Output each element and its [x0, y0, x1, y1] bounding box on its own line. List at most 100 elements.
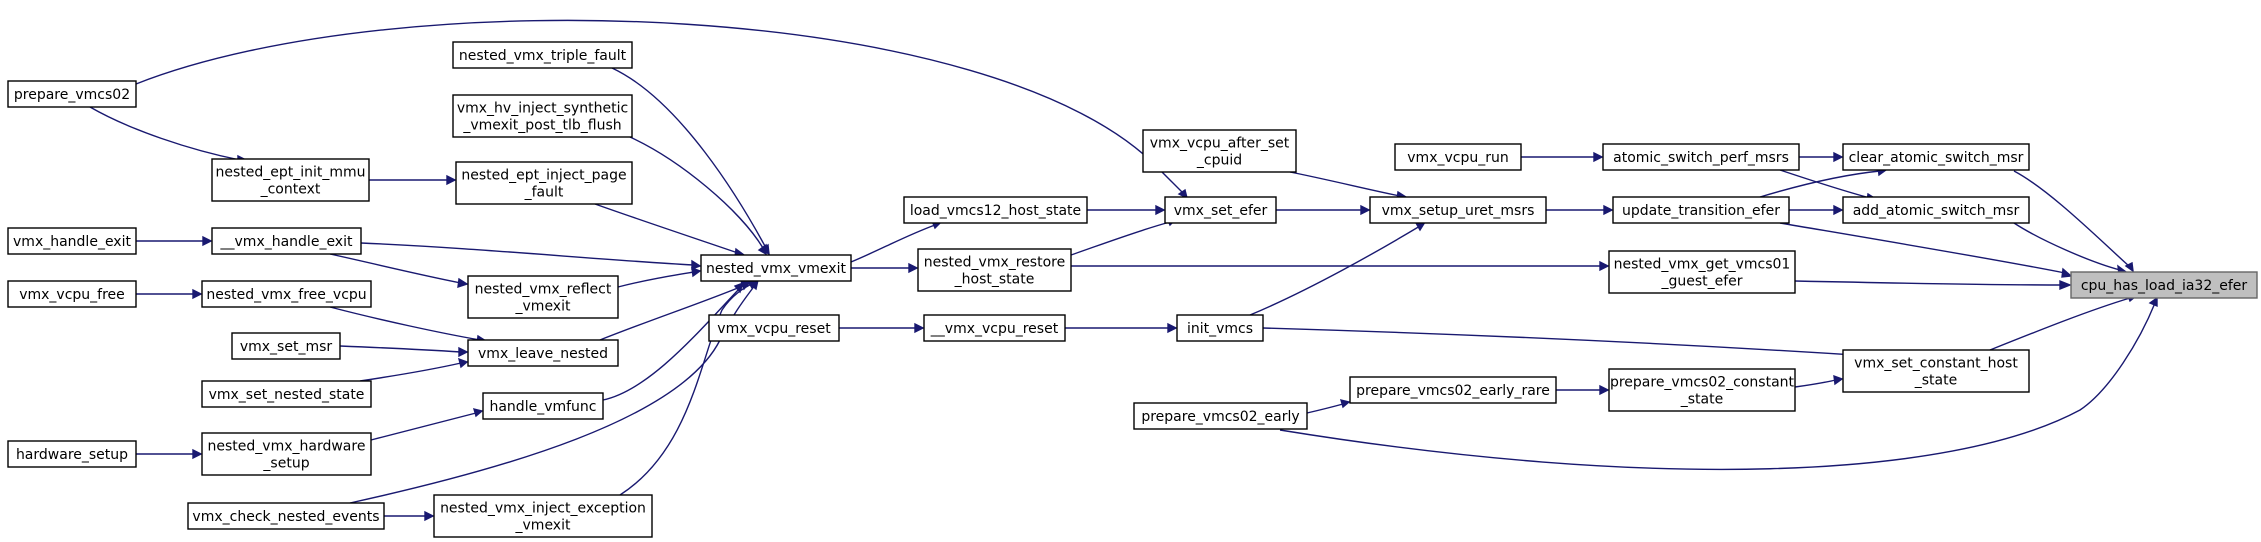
node-box: [455, 161, 633, 205]
node-label: nested_vmx_vmexit: [706, 261, 846, 277]
edge-arrowhead: [1833, 204, 1844, 216]
edge-set_nested-to-leave: [359, 357, 469, 382]
edges-layer: [89, 19, 2158, 522]
node-load-host[interactable]: load_vmcs12_host_state: [903, 196, 1088, 224]
node-prep02[interactable]: prepare_vmcs02: [7, 80, 137, 108]
edge-line: [619, 283, 753, 496]
edge-arrowhead: [733, 281, 745, 294]
node-triple[interactable]: nested_vmx_triple_fault: [452, 41, 633, 69]
edge-arrowhead: [457, 357, 469, 369]
node-label: _cpuid: [1196, 153, 1242, 169]
edge-line: [1070, 221, 1171, 256]
node-box: [452, 41, 633, 69]
edge-line: [1794, 379, 1837, 388]
edge-atomic_perf-to-clear_atomic: [1799, 151, 1844, 163]
node-label: update_transition_efer: [1622, 203, 1780, 219]
edge-prep_early_rare-to-prep_const: [1556, 384, 1610, 396]
node-box: [1176, 314, 1264, 342]
node-inject-exc[interactable]: nested_vmx_inject_exception_vmexit: [433, 494, 653, 538]
edge-update_trans-to-add_atomic: [1788, 204, 1844, 216]
edge-free_vcpu-to-leave: [329, 306, 488, 346]
node-free-vcpu[interactable]: nested_vmx_free_vcpu: [201, 280, 372, 308]
edge-arrowhead: [1339, 399, 1351, 409]
node-set-efer[interactable]: vmx_set_efer: [1164, 196, 1277, 224]
node-clear-atomic[interactable]: clear_atomic_switch_msr: [1842, 143, 2030, 171]
node-hw-setup-n[interactable]: nested_vmx_hardware_setup: [201, 432, 372, 476]
edge-prep_early-to-cpu_has_load: [1279, 296, 2158, 471]
node-atomic-perf[interactable]: atomic_switch_perf_msrs: [1602, 143, 1800, 171]
edge-line: [1249, 225, 1421, 316]
node-after-cpuid[interactable]: vmx_vcpu_after_set_cpuid: [1142, 129, 1297, 173]
node-add-atomic[interactable]: add_atomic_switch_msr: [1842, 196, 2030, 224]
node-handle-exit-[interactable]: __vmx_handle_exit: [211, 227, 362, 255]
node-hw-setup[interactable]: hardware_setup: [7, 440, 137, 468]
node-label: nested_vmx_triple_fault: [459, 48, 627, 64]
node-vmexit[interactable]: nested_vmx_vmexit: [700, 254, 852, 282]
node-box: [187, 502, 385, 530]
node-set-const-host[interactable]: vmx_set_constant_host_state: [1842, 349, 2030, 393]
edge-prep02-to-set_efer: [135, 19, 1189, 200]
edge-arrowhead: [1603, 204, 1614, 216]
edge-line: [329, 253, 462, 284]
node-restore-host[interactable]: nested_vmx_restore_host_state: [917, 248, 1072, 292]
edge-line: [629, 136, 764, 249]
node-setup-uret[interactable]: vmx_setup_uret_msrs: [1369, 196, 1547, 224]
node-vcpu-reset[interactable]: vmx_vcpu_reset: [708, 314, 840, 342]
node-vmfunc[interactable]: handle_vmfunc: [482, 392, 604, 420]
node-set-nested[interactable]: vmx_set_nested_state: [201, 380, 372, 408]
node-ept-init[interactable]: nested_ept_init_mmu_context: [211, 158, 370, 202]
node-label: load_vmcs12_host_state: [910, 203, 1081, 219]
edge-prep_const-to-set_const_host: [1794, 374, 1844, 388]
node-check-events[interactable]: vmx_check_nested_events: [187, 502, 385, 530]
node-cpu-has-load[interactable]: cpu_has_load_ia32_efer: [2070, 271, 2258, 299]
node-label: nested_vmx_reflect: [475, 282, 612, 298]
edge-arrowhead: [1360, 204, 1371, 216]
node-hv-inject[interactable]: vmx_hv_inject_synthetic_vmexit_post_tlb_…: [452, 94, 633, 138]
node-leave[interactable]: vmx_leave_nested: [467, 339, 619, 367]
edge-load_host-to-set_efer: [1086, 204, 1166, 216]
node-vcpu-free[interactable]: vmx_vcpu_free: [7, 280, 137, 308]
node-box: [917, 248, 1072, 292]
node-label: _vmexit: [515, 299, 571, 315]
node-vcpu-reset-[interactable]: __vmx_vcpu_reset: [923, 314, 1066, 342]
node-box: [708, 314, 840, 342]
node-label: nested_vmx_restore: [924, 255, 1065, 271]
node-box: [2070, 271, 2258, 299]
node-box: [1842, 143, 2030, 171]
node-vcpu-run[interactable]: vmx_vcpu_run: [1394, 143, 1522, 171]
node-label: vmx_set_constant_host: [1854, 356, 2018, 372]
edge-arrowhead: [446, 174, 457, 186]
node-label: _state: [1914, 373, 1957, 389]
node-get-vmcs01[interactable]: nested_vmx_get_vmcs01_guest_efer: [1608, 250, 1796, 294]
node-box: [1133, 402, 1308, 430]
node-label: vmx_vcpu_reset: [717, 321, 831, 337]
edge-vmexit-to-restore_host: [851, 262, 919, 274]
edge-prep_early-to-prep_early_rare: [1306, 399, 1351, 414]
edge-reflect-to-vmexit: [617, 266, 702, 288]
edge-init_vmcs-to-setup_uret: [1249, 221, 1427, 316]
edge-arrowhead: [2059, 279, 2072, 291]
node-init-vmcs[interactable]: init_vmcs: [1176, 314, 1264, 342]
node-box: [1602, 143, 1800, 171]
node-ept-fault[interactable]: nested_ept_inject_page_fault: [455, 161, 633, 205]
node-box: [7, 440, 137, 468]
node-update-trans[interactable]: update_transition_efer: [1612, 196, 1790, 224]
node-label: vmx_set_efer: [1174, 203, 1268, 219]
node-prep-early-rare[interactable]: prepare_vmcs02_early_rare: [1349, 376, 1557, 404]
node-label: vmx_vcpu_after_set: [1150, 136, 1290, 152]
edge-arrowhead: [2148, 296, 2158, 308]
node-handle-exit[interactable]: vmx_handle_exit: [7, 227, 137, 255]
node-prep-early[interactable]: prepare_vmcs02_early: [1133, 402, 1308, 430]
edge-hw_setup-to-hw_setup_n: [135, 448, 203, 460]
node-prep-const[interactable]: prepare_vmcs02_constant_state: [1608, 368, 1796, 412]
edge-line: [349, 284, 756, 504]
edge-line: [2013, 222, 2121, 271]
node-box: [923, 314, 1066, 342]
node-set-msr[interactable]: vmx_set_msr: [231, 332, 341, 360]
node-label: vmx_hv_inject_synthetic: [457, 101, 628, 117]
node-reflect[interactable]: nested_vmx_reflect_vmexit: [467, 275, 619, 319]
edge-vcpu_reset-to-vcpu_reset_: [839, 322, 925, 334]
edge-arrowhead: [914, 322, 925, 334]
node-label: vmx_set_msr: [240, 339, 333, 355]
node-box: [1394, 143, 1522, 171]
